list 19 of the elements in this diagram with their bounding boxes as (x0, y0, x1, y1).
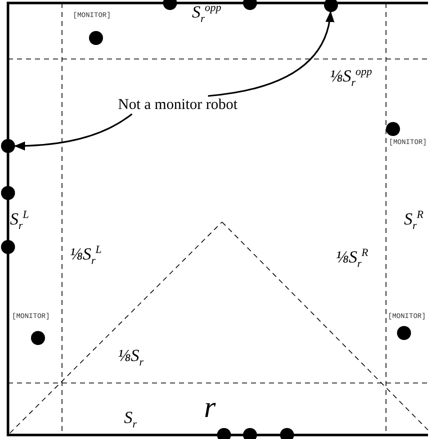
region-label: r (204, 392, 216, 424)
arrow (208, 10, 334, 97)
robot-dot (163, 0, 177, 10)
robot-dot (1, 186, 15, 200)
robot-dot (31, 331, 45, 345)
annotation-text: Not a monitor robot (118, 96, 238, 114)
region-label: ⅛S$_{r}$ (118, 346, 144, 370)
robot-dot (243, 428, 257, 439)
region-label: S$_{r}$ (124, 408, 137, 432)
robot-dot (243, 0, 257, 10)
arrow (14, 113, 132, 150)
robot-dot (1, 139, 15, 153)
robot-dot (324, 0, 338, 12)
robot-dot (280, 428, 294, 439)
robot-dot (1, 240, 15, 254)
robot-dot (217, 428, 231, 439)
robot-dot (89, 31, 103, 45)
robot-dot (386, 122, 400, 136)
robot-dot (397, 326, 411, 340)
